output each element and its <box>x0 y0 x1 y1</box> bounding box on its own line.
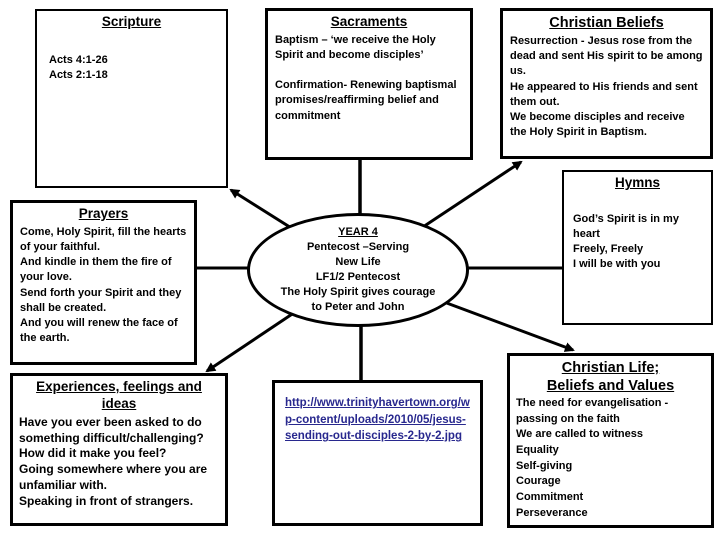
hymn-line-1: God’s Spirit is in my heart <box>573 212 679 241</box>
experiences-box: Experiences, feelings and ideas Have you… <box>10 373 228 526</box>
belief-resurrection: Resurrection - Jesus rose from the dead … <box>510 35 703 78</box>
experiences-text: Have you ever been asked to do something… <box>19 415 219 510</box>
prayers-text: Come, Holy Spirit, fill the hearts of yo… <box>20 225 187 346</box>
sacraments-title: Sacraments <box>330 14 408 29</box>
belief-disciples: We become disciples and receive the Holy… <box>510 110 685 139</box>
belief-appeared: He appeared to His friends and sent them… <box>510 80 698 108</box>
scripture-text: Acts 4:1-26 Acts 2:1-18 <box>49 53 219 83</box>
prayer-line-1: Come, Holy Spirit, fill the hearts of yo… <box>20 225 187 254</box>
hymns-box: Hymns God’s Spirit is in my heart Freely… <box>562 170 713 325</box>
scripture-title: Scripture <box>101 14 162 29</box>
topic-center-ellipse: YEAR 4 Pentecost –Serving New Life LF1/2… <box>247 213 469 327</box>
spacer <box>275 63 463 78</box>
hymns-text: God’s Spirit is in my heart Freely, Free… <box>573 212 704 273</box>
topic-line-1: Pentecost –Serving <box>306 241 410 254</box>
prayer-line-3: Send forth your Spirit and they shall be… <box>20 286 182 314</box>
prayer-line-4: And you will renew the face of the earth… <box>20 316 178 345</box>
life-value-7: Perseverance <box>516 506 588 519</box>
prayers-title: Prayers <box>78 206 129 221</box>
life-value-1: The need for evangelisation - passing on… <box>516 397 669 425</box>
life-value-5: Courage <box>516 475 561 488</box>
experiences-q-4: Speaking in front of strangers. <box>19 493 194 508</box>
year-title: YEAR 4 <box>338 226 378 239</box>
prayers-box: Prayers Come, Holy Spirit, fill the hear… <box>10 200 197 365</box>
sacraments-box: Sacraments Baptism – ‘we receive the Hol… <box>265 8 473 160</box>
prayer-line-2: And kindle in them the fire of your love… <box>20 256 172 284</box>
hymn-line-3: I will be with you <box>573 258 661 271</box>
hymns-title: Hymns <box>614 175 660 190</box>
christian-beliefs-title: Christian Beliefs <box>549 15 664 31</box>
christian-life-title-line2: Beliefs and Values <box>546 378 675 395</box>
life-value-3: Equality <box>516 444 559 457</box>
image-link-box: http://www.trinityhavertown.org/wp-conte… <box>272 380 483 526</box>
life-value-2: We are called to witness <box>516 428 643 441</box>
life-value-6: Commitment <box>516 490 584 503</box>
christian-beliefs-box: Christian Beliefs Resurrection - Jesus r… <box>500 8 713 159</box>
experiences-title: Experiences, feelings and ideas <box>36 379 202 411</box>
topic-line-5: to Peter and John <box>311 300 405 313</box>
life-value-4: Self-giving <box>516 459 573 472</box>
topic-line-2: New Life <box>335 256 381 269</box>
scripture-ref-1: Acts 4:1-26 <box>49 53 108 66</box>
scripture-ref-2: Acts 2:1-18 <box>49 69 108 82</box>
christian-beliefs-text: Resurrection - Jesus rose from the dead … <box>510 34 703 140</box>
christian-life-text: The need for evangelisation - passing on… <box>516 396 705 521</box>
christian-life-box: Christian Life; Beliefs and Values The n… <box>507 353 714 528</box>
experiences-q-2: How did it make you feel? <box>19 446 167 461</box>
experiences-q-1: Have you ever been asked to do something… <box>19 414 204 445</box>
scripture-box: Scripture Acts 4:1-26 Acts 2:1-18 <box>35 9 228 188</box>
experiences-q-3: Going somewhere where you are unfamiliar… <box>19 462 208 493</box>
christian-life-title-line1: Christian Life; <box>561 360 660 376</box>
hymn-line-2: Freely, Freely <box>573 243 644 256</box>
topic-line-4: The Holy Spirit gives courage <box>280 285 436 298</box>
sacraments-baptism: Baptism – ‘we receive the Holy Spirit an… <box>275 33 436 62</box>
sacraments-confirmation: Confirmation- Renewing baptismal promise… <box>275 79 457 122</box>
image-hyperlink[interactable]: http://www.trinityhavertown.org/wp-conte… <box>285 397 470 443</box>
topic-line-3: LF1/2 Pentecost <box>315 271 401 283</box>
sacraments-text: Baptism – ‘we receive the Holy Spirit an… <box>275 33 463 124</box>
